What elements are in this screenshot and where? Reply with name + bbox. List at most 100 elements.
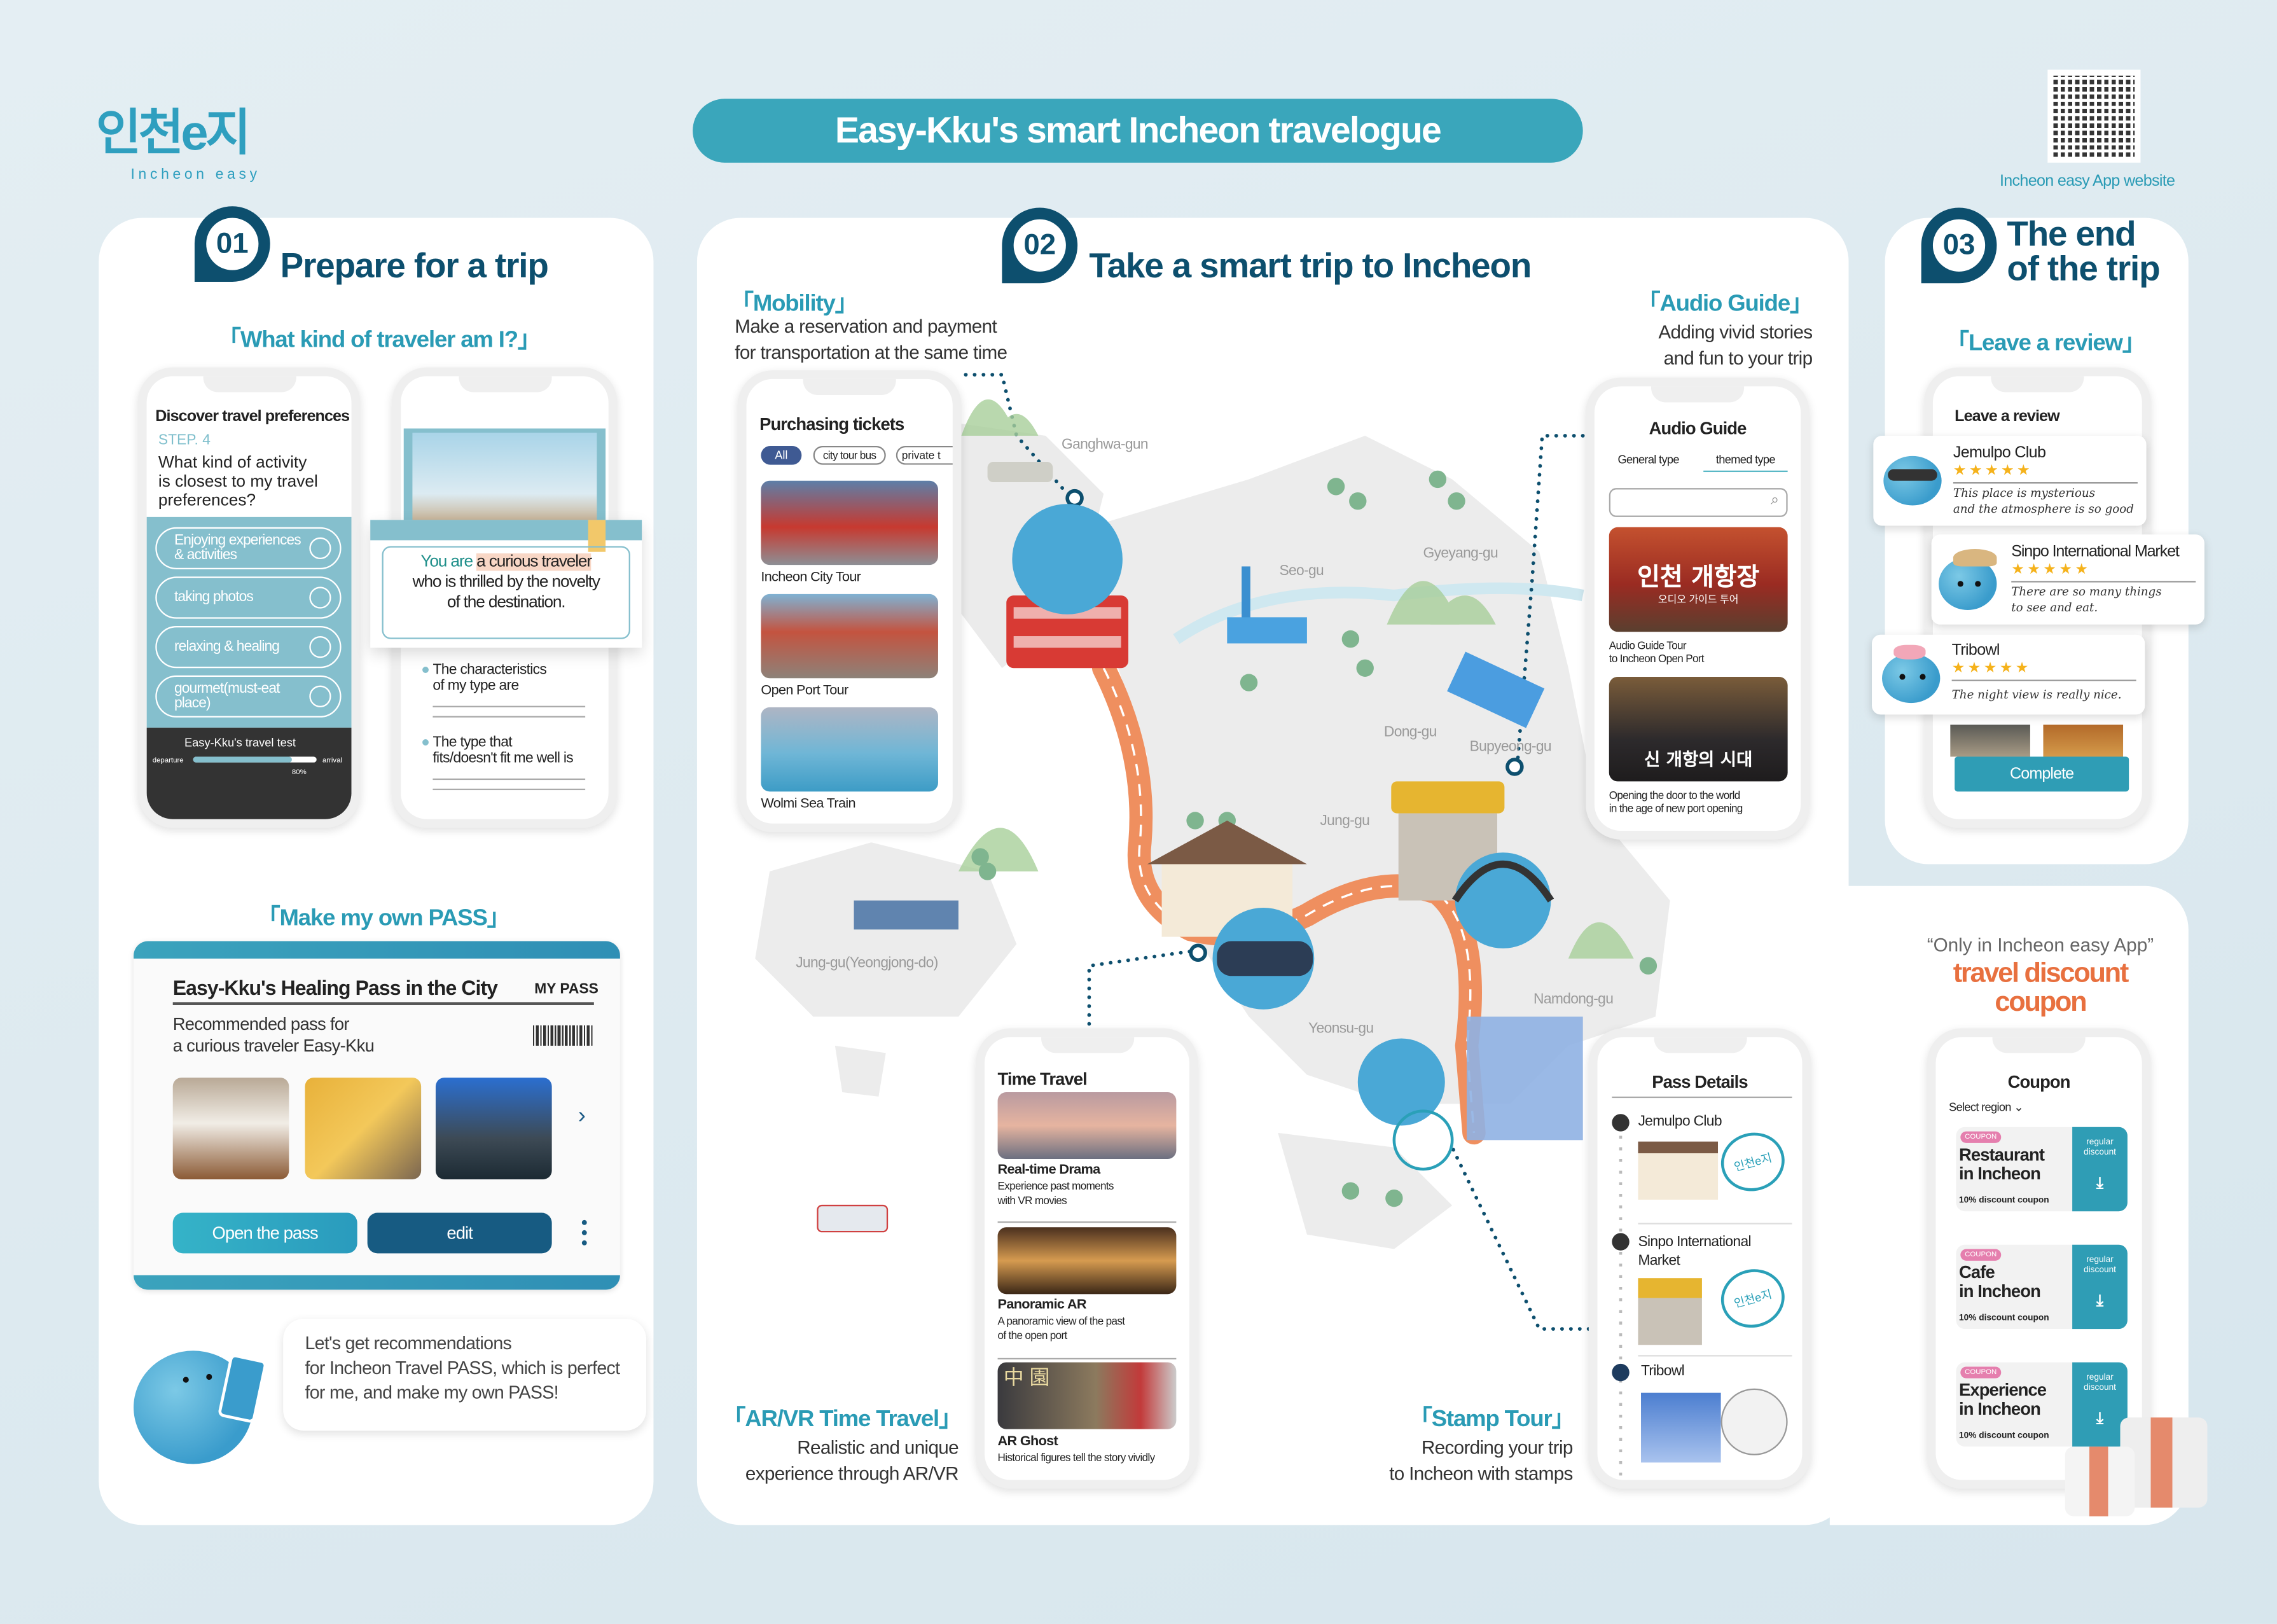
panoramic-ar-photo[interactable] bbox=[997, 1227, 1177, 1294]
district-label: Ganghwa-gun bbox=[1062, 437, 1149, 454]
chevron-right-icon[interactable]: › bbox=[578, 1104, 586, 1129]
tab-themed-type[interactable]: themed type bbox=[1703, 453, 1788, 473]
stamp-mark bbox=[1392, 1109, 1454, 1171]
coupon-phone-title: Coupon bbox=[2007, 1072, 2071, 1092]
coupon-discount: 10% discount coupon bbox=[1959, 1197, 2049, 1206]
bullet-fit-type: ● The type that fits/doesn't fit me well… bbox=[421, 735, 586, 791]
ticket-item[interactable]: Incheon City Tour bbox=[761, 569, 861, 586]
qr-code[interactable] bbox=[2047, 69, 2141, 163]
chip-city-tour-bus[interactable]: city tour bus bbox=[813, 445, 886, 465]
coupon-type: regular bbox=[2086, 1256, 2114, 1265]
gift-boxes-icon bbox=[2065, 1406, 2210, 1529]
review-text-line: The night view is really nice. bbox=[1951, 688, 2122, 702]
vr-drama-photo[interactable] bbox=[997, 1092, 1177, 1159]
review-card[interactable]: Tribowl ★★★★★ The night view is really n… bbox=[1872, 634, 2145, 715]
review-card[interactable]: Sinpo International Market ★★★★★ There a… bbox=[1931, 534, 2204, 625]
result-line: of the destination. bbox=[446, 593, 566, 612]
coupon-type: discount bbox=[2083, 1266, 2117, 1275]
stamp-place[interactable]: Tribowl bbox=[1641, 1363, 1685, 1380]
select-region-dropdown[interactable]: Select region ⌄ bbox=[1949, 1101, 2023, 1114]
tab-general-type[interactable]: General type bbox=[1617, 453, 1679, 466]
desc-line: and fun to your trip bbox=[1663, 347, 1813, 369]
desc-line: Realistic and unique bbox=[797, 1436, 959, 1459]
chip-all[interactable]: All bbox=[761, 445, 802, 465]
sea-train-photo[interactable] bbox=[761, 707, 938, 792]
district-label: Jung-gu(Yeongjong-do) bbox=[796, 955, 938, 972]
city-tour-photo[interactable] bbox=[761, 480, 938, 566]
logo: 인천e지 Incheon easy bbox=[96, 93, 261, 183]
stamp-place[interactable]: Sinpo International Market bbox=[1638, 1234, 1751, 1270]
pass-photo-jemulpo[interactable] bbox=[172, 1078, 289, 1179]
pass-photo-tribowl[interactable] bbox=[435, 1078, 552, 1179]
option-gourmet[interactable]: gourmet(must-eat place) bbox=[155, 675, 342, 718]
coupon-badge: COUPON bbox=[1960, 1131, 2002, 1143]
progress-percent: 80% bbox=[291, 768, 307, 777]
question-line: preferences? bbox=[158, 492, 256, 510]
review-text-line: to see and eat. bbox=[2011, 601, 2098, 614]
item-title: AR Ghost bbox=[997, 1433, 1058, 1450]
ticket-item[interactable]: Open Port Tour bbox=[761, 683, 848, 699]
item-title: Panoramic AR bbox=[997, 1296, 1087, 1314]
coupon-heading-line: coupon bbox=[1995, 987, 2087, 1018]
stamp-heading: 「Stamp Tour」 bbox=[1409, 1407, 1575, 1433]
avatar-sunglasses bbox=[1883, 455, 1942, 506]
time-travel-item[interactable]: Panoramic AR A panoramic view of the pas… bbox=[998, 1297, 1125, 1343]
ferry-icon bbox=[817, 1204, 889, 1233]
coupon-type: regular bbox=[2086, 1373, 2114, 1383]
time-travel-item[interactable]: Real-time Drama Experience past moments … bbox=[998, 1162, 1114, 1209]
mountains bbox=[958, 399, 1634, 959]
option-relaxing[interactable]: relaxing & healing bbox=[155, 626, 342, 669]
stamp-mark: 인천e지 bbox=[1714, 1125, 1792, 1198]
audio-search-input[interactable]: ⌕ bbox=[1609, 488, 1788, 517]
time-travel-item[interactable]: AR Ghost Historical figures tell the sto… bbox=[997, 1433, 1156, 1466]
map-island bbox=[1278, 1132, 1453, 1249]
audio-banner-open-port[interactable]: 인천 개항장 오디오 가이드 투어 bbox=[1609, 527, 1788, 632]
banner-text: 신 개항의 시대 bbox=[1644, 749, 1753, 770]
qr-caption[interactable]: Incheon easy App website bbox=[1999, 172, 2175, 191]
review-stars: ★★★★★ bbox=[1953, 463, 2033, 480]
ar-ghost-photo[interactable]: 中 園 bbox=[997, 1362, 1177, 1429]
pass-card: Easy-Kku's Healing Pass in the City MY P… bbox=[134, 941, 620, 1290]
bus-icon bbox=[1612, 1233, 1630, 1251]
bullet-text: fits/doesn't fit me well is bbox=[433, 751, 574, 767]
ticket-item[interactable]: Wolmi Sea Train bbox=[761, 796, 855, 812]
coupon-intro: “Only in Incheon easy App” bbox=[1927, 934, 2154, 956]
tribowl-illustration bbox=[1641, 1392, 1721, 1463]
chip-private[interactable]: private t bbox=[896, 445, 953, 465]
stamp-place[interactable]: Jemulpo Club bbox=[1638, 1114, 1722, 1130]
more-options-icon[interactable]: ●●● bbox=[581, 1216, 588, 1249]
coupon-title-line: in Incheon bbox=[1959, 1163, 2041, 1184]
audio-banner-new-port[interactable]: 신 개항의 시대 bbox=[1609, 676, 1788, 782]
avatar-ribbon bbox=[1882, 644, 1941, 704]
coupon-badge: COUPON bbox=[1960, 1249, 2002, 1261]
progress-end-label: arrival bbox=[322, 756, 342, 766]
question-line: What kind of activity bbox=[158, 454, 307, 473]
pass-details-phone: Pass Details Jemulpo Club 인천e지 Sinpo Int… bbox=[1588, 1028, 1811, 1489]
pass-photo-sinpo[interactable] bbox=[305, 1078, 422, 1179]
complete-button[interactable]: Complete bbox=[1955, 756, 2129, 792]
option-experiences[interactable]: Enjoying experiences & activities bbox=[155, 527, 342, 570]
section1-badge: 01 bbox=[194, 206, 270, 282]
option-photos[interactable]: taking photos bbox=[155, 576, 342, 619]
open-pass-button[interactable]: Open the pass bbox=[172, 1212, 357, 1254]
result-highlight: a curious traveler bbox=[476, 553, 592, 571]
quiz-question: What kind of activity is closest to my t… bbox=[158, 455, 318, 511]
audio-title: Audio Guide bbox=[1649, 418, 1747, 439]
review-card[interactable]: Jemulpo Club ★★★★★ This place is mysteri… bbox=[1873, 435, 2147, 526]
coupon-heading: travel discount coupon bbox=[1866, 959, 2215, 1018]
edit-button[interactable]: edit bbox=[367, 1212, 552, 1254]
download-icon: ⤓ bbox=[2096, 1410, 2104, 1428]
section1-subtitle: 「What kind of traveler am I?」 bbox=[218, 328, 541, 353]
section3-badge: 03 bbox=[1921, 207, 1997, 284]
open-port-photo[interactable] bbox=[761, 593, 938, 679]
